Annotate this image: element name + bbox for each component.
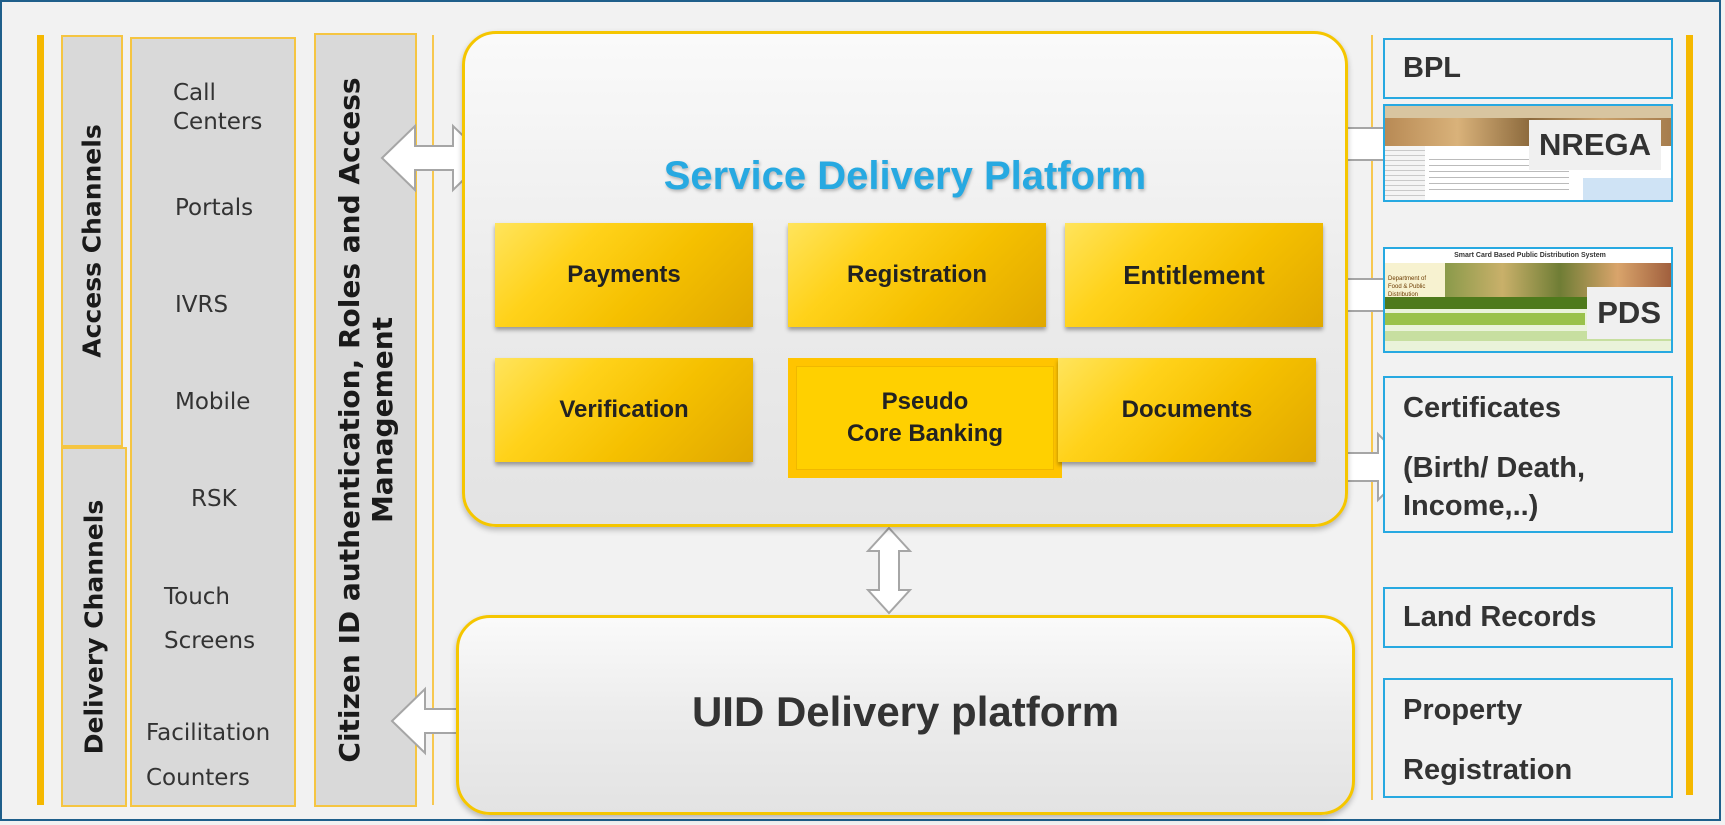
channel-rsk: RSK	[191, 486, 237, 512]
channel-touch: Touch	[164, 584, 231, 610]
payments-box: Payments	[495, 223, 753, 327]
pseudo-core-banking-box: Pseudo Core Banking	[788, 358, 1062, 478]
pds-header: Smart Card Based Public Distribution Sys…	[1385, 249, 1671, 263]
channel-portals: Portals	[175, 195, 254, 221]
nrega-side-menu	[1385, 146, 1425, 200]
certificates-box: Certificates (Birth/ Death, Income,..)	[1383, 376, 1673, 533]
core-banking-line: Core Banking	[846, 420, 1004, 447]
certificates-line2: (Birth/ Death,	[1403, 452, 1586, 484]
nrega-thumbnail: NREGA	[1383, 104, 1673, 202]
pds-thumbnail: Smart Card Based Public Distribution Sys…	[1383, 247, 1673, 353]
sdp-title: Service Delivery Platform	[663, 154, 1147, 198]
right-accent-line	[1686, 35, 1693, 795]
pds-tabs	[1385, 313, 1585, 325]
pds-label: PDS	[1587, 287, 1671, 339]
right-divider-line	[1371, 35, 1373, 800]
property-registration-box: Property Registration	[1383, 678, 1673, 798]
bpl-box: BPL	[1383, 38, 1673, 99]
nrega-header-strip	[1385, 106, 1671, 118]
access-channels-column: Access Channels	[61, 35, 123, 447]
entitlement-box: Entitlement	[1065, 223, 1323, 327]
registration-box: Registration	[788, 223, 1046, 327]
channel-counters: Counters	[146, 765, 250, 791]
pseudo-line: Pseudo	[881, 388, 969, 415]
channels-list-column	[130, 37, 296, 807]
pds-dept-logo: Department of Food & Public Distribution	[1385, 263, 1445, 298]
certificates-line1: Certificates	[1403, 392, 1561, 424]
channel-call: Call	[173, 80, 216, 106]
uid-delivery-platform-panel: UID Delivery platform	[456, 615, 1355, 815]
nrega-label: NREGA	[1529, 120, 1661, 170]
verification-box: Verification	[495, 358, 753, 462]
left-divider-line	[432, 35, 434, 805]
bpl-label: BPL	[1403, 52, 1461, 84]
channel-screens: Screens	[164, 628, 256, 654]
uid-title: UID Delivery platform	[691, 688, 1120, 735]
delivery-channels-column: Delivery Channels	[61, 447, 127, 807]
land-records-box: Land Records	[1383, 587, 1673, 648]
left-accent-line	[37, 35, 44, 805]
channel-centers: Centers	[173, 109, 263, 135]
nrega-table	[1583, 178, 1671, 200]
pds-dept-line1: Department of	[1388, 276, 1427, 282]
channel-mobile: Mobile	[175, 389, 251, 415]
property-line2: Registration	[1403, 754, 1573, 786]
channel-facilitation: Facilitation	[146, 720, 271, 746]
pds-dept-line2: Food & Public Distribution	[1388, 284, 1426, 298]
property-line1: Property	[1403, 694, 1523, 726]
land-records-label: Land Records	[1403, 601, 1597, 633]
channel-ivrs: IVRS	[175, 292, 229, 318]
pds-table-header	[1385, 331, 1671, 341]
certificates-line3: Income,..)	[1403, 490, 1539, 522]
double-arrow-sdp-uid	[865, 526, 913, 615]
documents-box: Documents	[1058, 358, 1316, 462]
